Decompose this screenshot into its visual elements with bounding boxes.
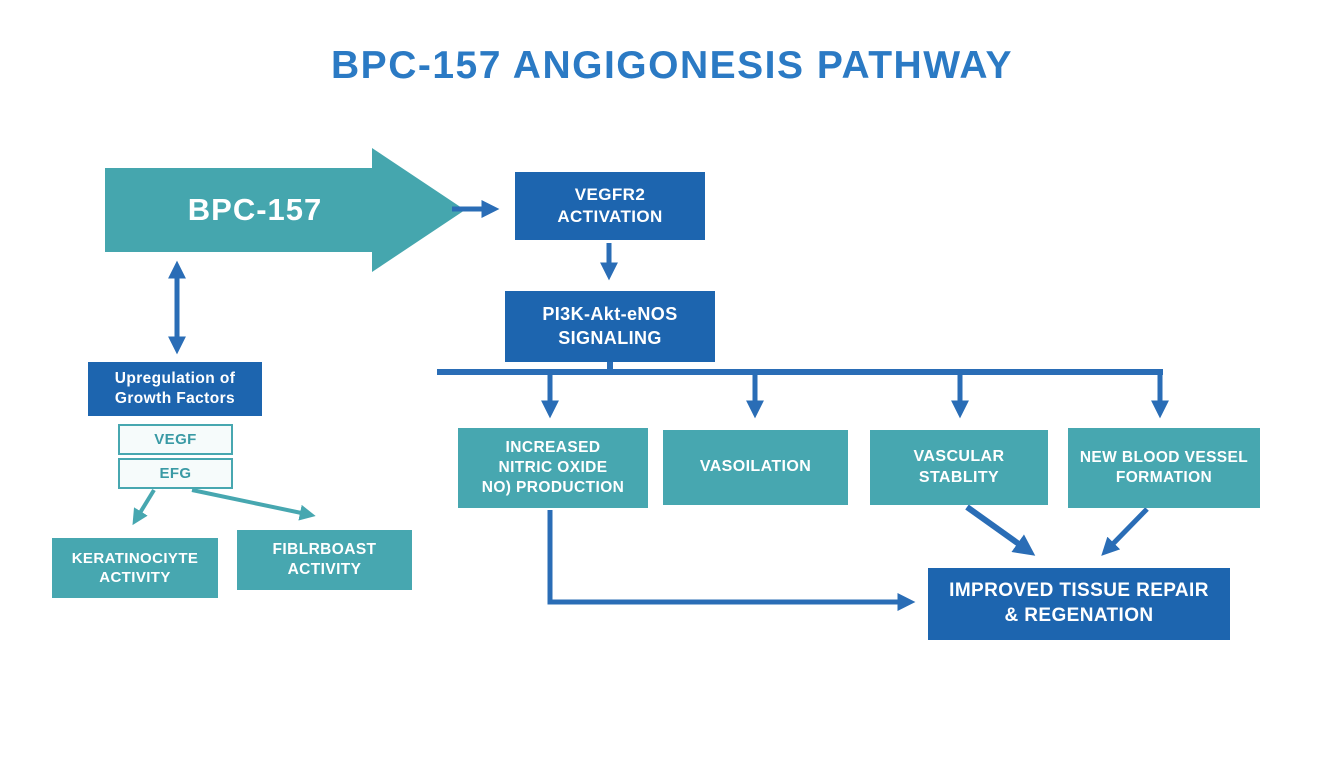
node-new-blood-vessel-formation: NEW BLOOD VESSEL FORMATION bbox=[1068, 428, 1260, 508]
arrow-nitric-oxide-to-tissue-repair bbox=[547, 510, 916, 611]
node-increased-nitric-oxide: INCREASED NITRIC OXIDE NO) PRODUCTION bbox=[458, 428, 648, 508]
node-vegf: VEGF bbox=[118, 424, 233, 455]
node-efg: EFG bbox=[118, 458, 233, 489]
arrow-new-vessels-to-tissue-repair bbox=[1101, 507, 1149, 556]
node-improved-tissue-repair: IMPROVED TISSUE REPAIR & REGENATION bbox=[928, 568, 1230, 640]
node-bpc157: BPC-157 bbox=[187, 192, 323, 227]
node-fibroblast-activity: FIBLRBOAST ACTIVITY bbox=[237, 530, 412, 590]
node-vasodilation: VASOILATION bbox=[663, 430, 848, 505]
node-pi3k-akt-enos-signaling: PI3K-Akt-eNOS SIGNALING bbox=[505, 291, 715, 362]
node-vascular-stability: VASCULAR STABLITY bbox=[870, 430, 1048, 505]
bpc157-big-arrow-shape bbox=[105, 148, 465, 272]
arrow-efg-to-keratinocyte bbox=[132, 488, 156, 526]
arrow-vascular-stability-to-tissue-repair bbox=[965, 504, 1036, 556]
node-keratinocyte-activity: KERATINOCIYTE ACTIVITY bbox=[52, 538, 218, 598]
node-vegfr2-activation: VEGFR2 ACTIVATION bbox=[515, 172, 705, 240]
diagram-title: BPC-157 ANGIGONESIS PATHWAY bbox=[331, 44, 1013, 87]
node-upregulation-growth-factors: Upregulation of Growth Factors bbox=[88, 362, 262, 416]
arrow-efg-to-fibroblast bbox=[191, 488, 316, 521]
